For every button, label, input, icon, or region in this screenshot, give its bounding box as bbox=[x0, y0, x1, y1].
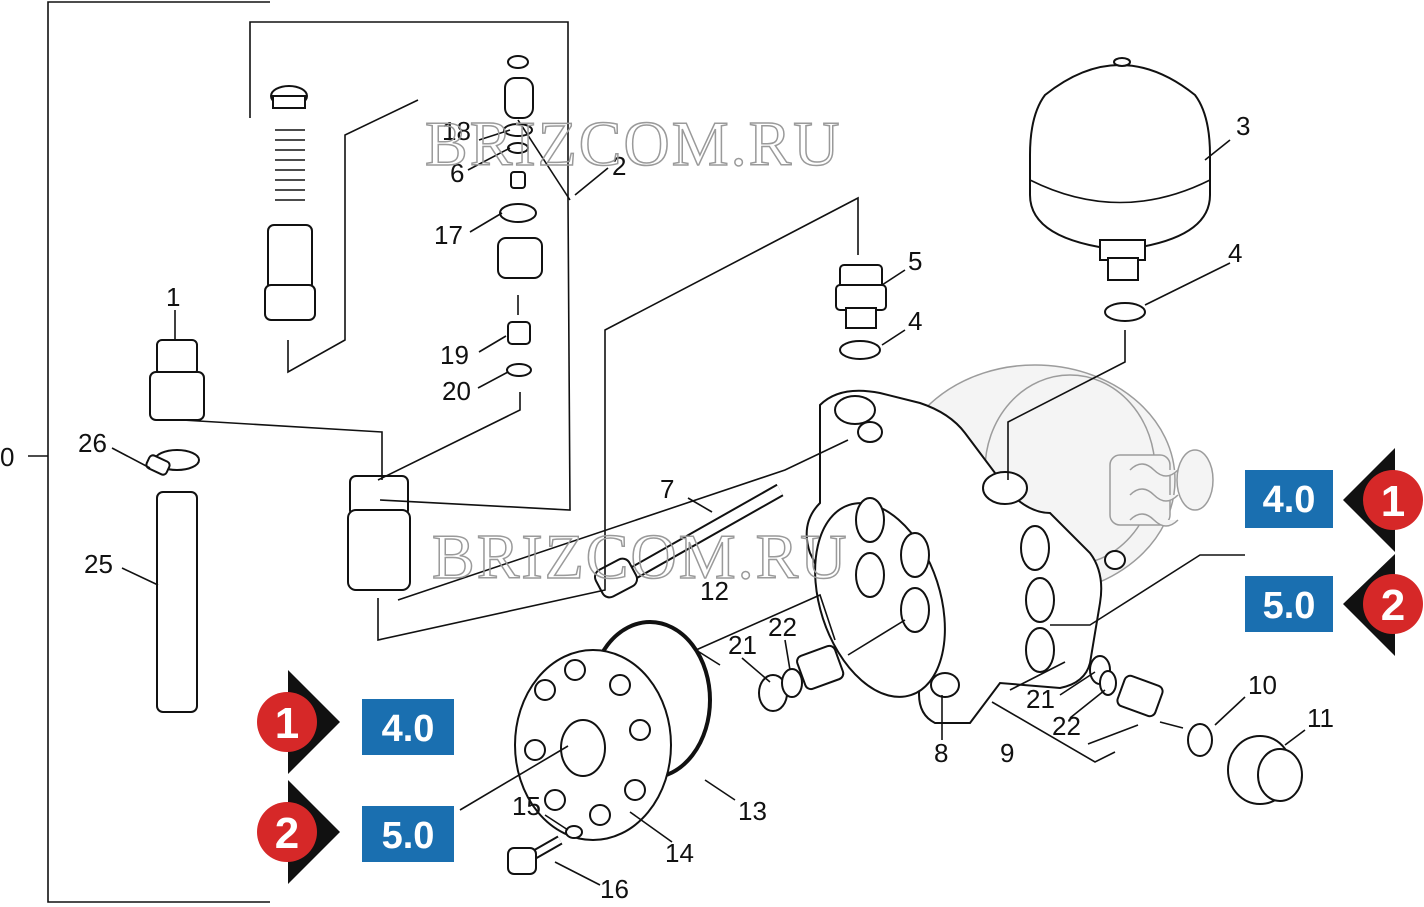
callout-leaders bbox=[111, 129, 1306, 886]
o-ring-4-right bbox=[1104, 302, 1146, 322]
hose bbox=[156, 491, 198, 713]
marker-number: 2 bbox=[275, 809, 299, 858]
valve-body-connector bbox=[347, 475, 411, 591]
callout-2: 2 bbox=[612, 151, 626, 181]
badge-box bbox=[362, 699, 454, 755]
marker-circle bbox=[257, 802, 317, 862]
o-ring-10 bbox=[1187, 723, 1213, 757]
callout-18: 18 bbox=[442, 116, 471, 146]
variant-badge-right-1: 4.0 1 bbox=[1245, 448, 1423, 552]
callout-6: 6 bbox=[450, 158, 464, 188]
variant-badge-left-1: 1 4.0 bbox=[257, 670, 454, 774]
badge-value: 5.0 bbox=[382, 815, 435, 857]
callout-4-right: 4 bbox=[1228, 238, 1242, 268]
hose-clamp bbox=[145, 449, 200, 476]
callout-16: 16 bbox=[600, 874, 629, 904]
callout-26: 26 bbox=[78, 428, 107, 458]
valve-stack bbox=[497, 55, 543, 377]
assembly-bracket bbox=[28, 1, 270, 903]
fitting-5 bbox=[835, 264, 887, 329]
marker-circle bbox=[1363, 470, 1423, 530]
valve-spring-assembly bbox=[264, 85, 316, 321]
marker-number: 1 bbox=[1381, 477, 1405, 526]
badge-value: 5.0 bbox=[1263, 585, 1316, 627]
badge-box bbox=[362, 806, 454, 862]
badge-box bbox=[1245, 470, 1333, 528]
leader-lines bbox=[181, 21, 1245, 811]
badge-value: 4.0 bbox=[1263, 479, 1316, 521]
callout-25: 25 bbox=[84, 549, 113, 579]
valve-12-parts bbox=[758, 644, 845, 712]
o-ring-4-center bbox=[839, 340, 881, 360]
callout-17: 17 bbox=[434, 220, 463, 250]
watermark-top: BRIZCOM.RU bbox=[425, 108, 842, 179]
callout-4-center: 4 bbox=[908, 306, 922, 336]
callout-14: 14 bbox=[665, 838, 694, 868]
pressure-accumulator bbox=[1029, 57, 1211, 281]
flange bbox=[514, 649, 672, 841]
callout-22-left: 22 bbox=[768, 612, 797, 642]
callout-labels: 0 1 2 3 4 4 5 6 7 8 9 10 11 12 13 14 15 … bbox=[0, 111, 1334, 904]
callout-0: 0 bbox=[0, 442, 14, 472]
washer-15 bbox=[565, 825, 583, 839]
valve-9-parts bbox=[1089, 655, 1164, 718]
marker-number: 1 bbox=[275, 699, 299, 748]
callout-9: 9 bbox=[1000, 738, 1014, 768]
callout-1: 1 bbox=[166, 282, 180, 312]
callout-5: 5 bbox=[908, 246, 922, 276]
inlet-fitting bbox=[149, 339, 205, 421]
callout-7: 7 bbox=[660, 474, 674, 504]
badge-box bbox=[1245, 576, 1333, 632]
pump-head-housing bbox=[805, 389, 1126, 724]
callout-13: 13 bbox=[738, 796, 767, 826]
callout-21-right: 21 bbox=[1026, 684, 1055, 714]
watermark-middle: BRIZCOM.RU bbox=[432, 521, 849, 592]
plug-11 bbox=[1227, 735, 1303, 805]
marker-circle bbox=[1363, 574, 1423, 634]
badge-value: 4.0 bbox=[382, 708, 435, 750]
variant-badge-right-2: 5.0 2 bbox=[1245, 554, 1423, 656]
marker-circle bbox=[257, 692, 317, 752]
callout-11: 11 bbox=[1307, 703, 1334, 733]
callout-12: 12 bbox=[700, 576, 729, 606]
callout-8: 8 bbox=[934, 738, 948, 768]
bolt-16 bbox=[507, 835, 563, 875]
callout-15: 15 bbox=[512, 791, 541, 821]
callout-19: 19 bbox=[440, 340, 469, 370]
callout-20: 20 bbox=[442, 376, 471, 406]
marker-number: 2 bbox=[1381, 581, 1405, 630]
callout-3: 3 bbox=[1236, 111, 1250, 141]
variant-badge-left-2: 2 5.0 bbox=[257, 780, 454, 884]
callout-22-right: 22 bbox=[1052, 711, 1081, 741]
callout-21-left: 21 bbox=[728, 630, 757, 660]
callout-10: 10 bbox=[1248, 670, 1277, 700]
